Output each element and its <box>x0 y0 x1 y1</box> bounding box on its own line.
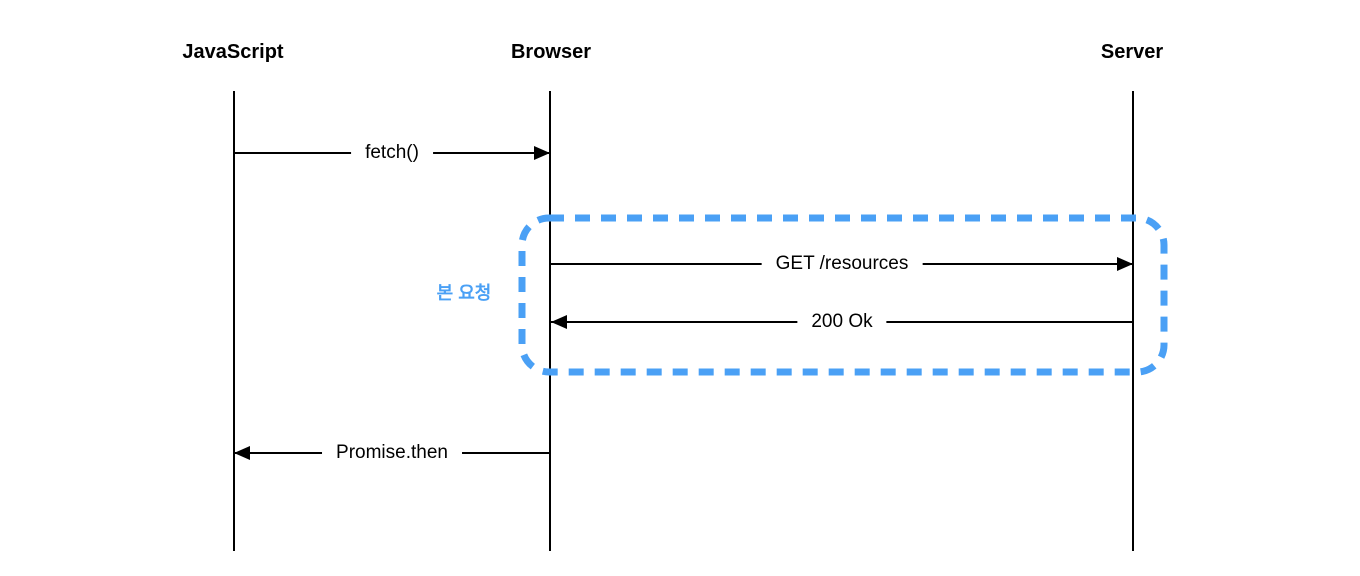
actor-label-server: Server <box>1100 41 1164 63</box>
arrowhead-left-icon <box>551 315 567 329</box>
arrowhead-left-icon <box>234 446 250 460</box>
arrowhead-right-icon <box>1117 257 1133 271</box>
arrowhead-right-icon <box>534 146 550 160</box>
message-label-200-ok: 200 Ok <box>797 310 887 334</box>
lifeline-javascript <box>233 91 235 551</box>
message-label-get-resources: GET /resources <box>761 252 923 276</box>
group-label-main-request: 본 요청 <box>436 283 492 303</box>
lifeline-server <box>1132 91 1134 551</box>
lifeline-browser <box>549 91 551 551</box>
group-box-main-request <box>518 214 1168 376</box>
actor-label-browser: Browser <box>510 41 592 63</box>
actor-label-javascript: JavaScript <box>182 41 284 63</box>
message-label-promise-then: Promise.then <box>322 441 462 465</box>
message-label-fetch: fetch() <box>351 141 433 165</box>
